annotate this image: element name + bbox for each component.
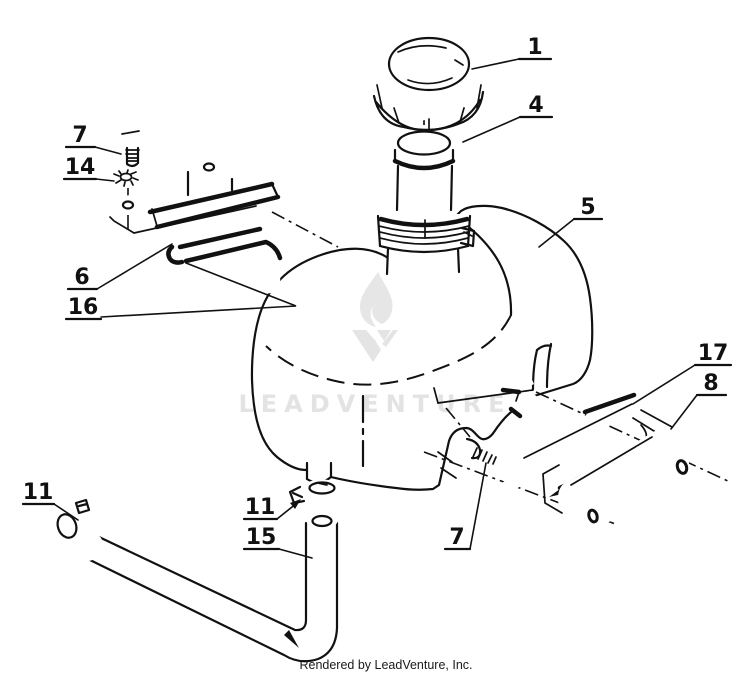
callout-4-number[interactable]: 4 (528, 93, 543, 118)
callout-1[interactable]: 1 (471, 35, 553, 70)
cap-skirt-edge (374, 98, 482, 132)
callout-7-right-number[interactable]: 7 (449, 525, 464, 550)
tank-lug-join (515, 391, 520, 402)
leader-arrow-head (290, 499, 301, 509)
alignment-line-left (271, 211, 339, 248)
collar-tab (459, 226, 476, 248)
callout-1-number[interactable]: 1 (527, 35, 542, 60)
right-bracket (542, 427, 689, 530)
hose-arrow-head (284, 630, 299, 648)
channel-bracket (166, 226, 283, 305)
callout-8[interactable]: 8 (670, 371, 728, 430)
callout-17-number[interactable]: 17 (698, 341, 729, 366)
callout-6[interactable]: 6 (66, 243, 173, 291)
lock-washer (112, 169, 140, 187)
tank-lug-edge-a (500, 387, 522, 395)
hose-clamp-right (288, 479, 342, 511)
fuel-cap (369, 27, 489, 132)
callout-5[interactable]: 5 (538, 195, 604, 248)
callout-15[interactable]: 15 (242, 525, 313, 559)
upper-bracket (106, 154, 281, 234)
watermark: LEADVENTURE (239, 272, 512, 418)
watermark-text: LEADVENTURE (239, 390, 512, 418)
fuel-tank (250, 204, 594, 491)
alignment-line-r3 (535, 391, 731, 483)
footer-credit: Rendered by LeadVenture, Inc. (299, 658, 472, 672)
tank-filler-neck (376, 105, 476, 280)
callout-5-number[interactable]: 5 (580, 195, 595, 220)
tank-groove (531, 342, 553, 391)
callout-4[interactable]: 4 (462, 93, 554, 143)
fuel-line (83, 513, 339, 663)
tank-mount-lug-b (511, 391, 540, 416)
mount-screw (460, 437, 497, 465)
flame-icon (360, 272, 393, 327)
callout-14-number[interactable]: 14 (65, 155, 96, 180)
tank-lug-edge-b (508, 406, 523, 419)
callout-14[interactable]: 14 (62, 155, 115, 182)
callout-7-right[interactable]: 7 (443, 462, 487, 551)
bolt (118, 127, 142, 168)
callout-11-right[interactable]: 11 (242, 495, 301, 521)
callout-17[interactable]: 17 (632, 341, 733, 405)
right-bracket-lip (542, 464, 563, 514)
callout-15-number[interactable]: 15 (246, 525, 277, 550)
tank-mount-lug-a (500, 368, 534, 392)
callout-11-right-number[interactable]: 11 (245, 495, 276, 520)
tank-outlet (305, 461, 333, 484)
callout-7-left-number[interactable]: 7 (72, 123, 87, 148)
callout-6-number[interactable]: 6 (74, 265, 89, 290)
tank-bottom-face (433, 387, 534, 404)
callout-16-number[interactable]: 16 (68, 295, 99, 320)
callout-11-left-number[interactable]: 11 (23, 480, 54, 505)
alignment-line-r1 (445, 407, 471, 438)
callout-16[interactable]: 16 (64, 262, 297, 321)
callouts: 1 4 5 7 14 6 16 (21, 35, 733, 559)
hose-clamp-left (55, 498, 91, 546)
v-logo (352, 330, 398, 362)
tank-step-lines (437, 451, 457, 479)
callout-11-left[interactable]: 11 (21, 480, 79, 521)
callout-7-left[interactable]: 7 (64, 123, 122, 155)
clamp-ear (74, 498, 91, 515)
tank-crease-dashed (265, 314, 512, 386)
callout-8-number[interactable]: 8 (703, 371, 718, 396)
